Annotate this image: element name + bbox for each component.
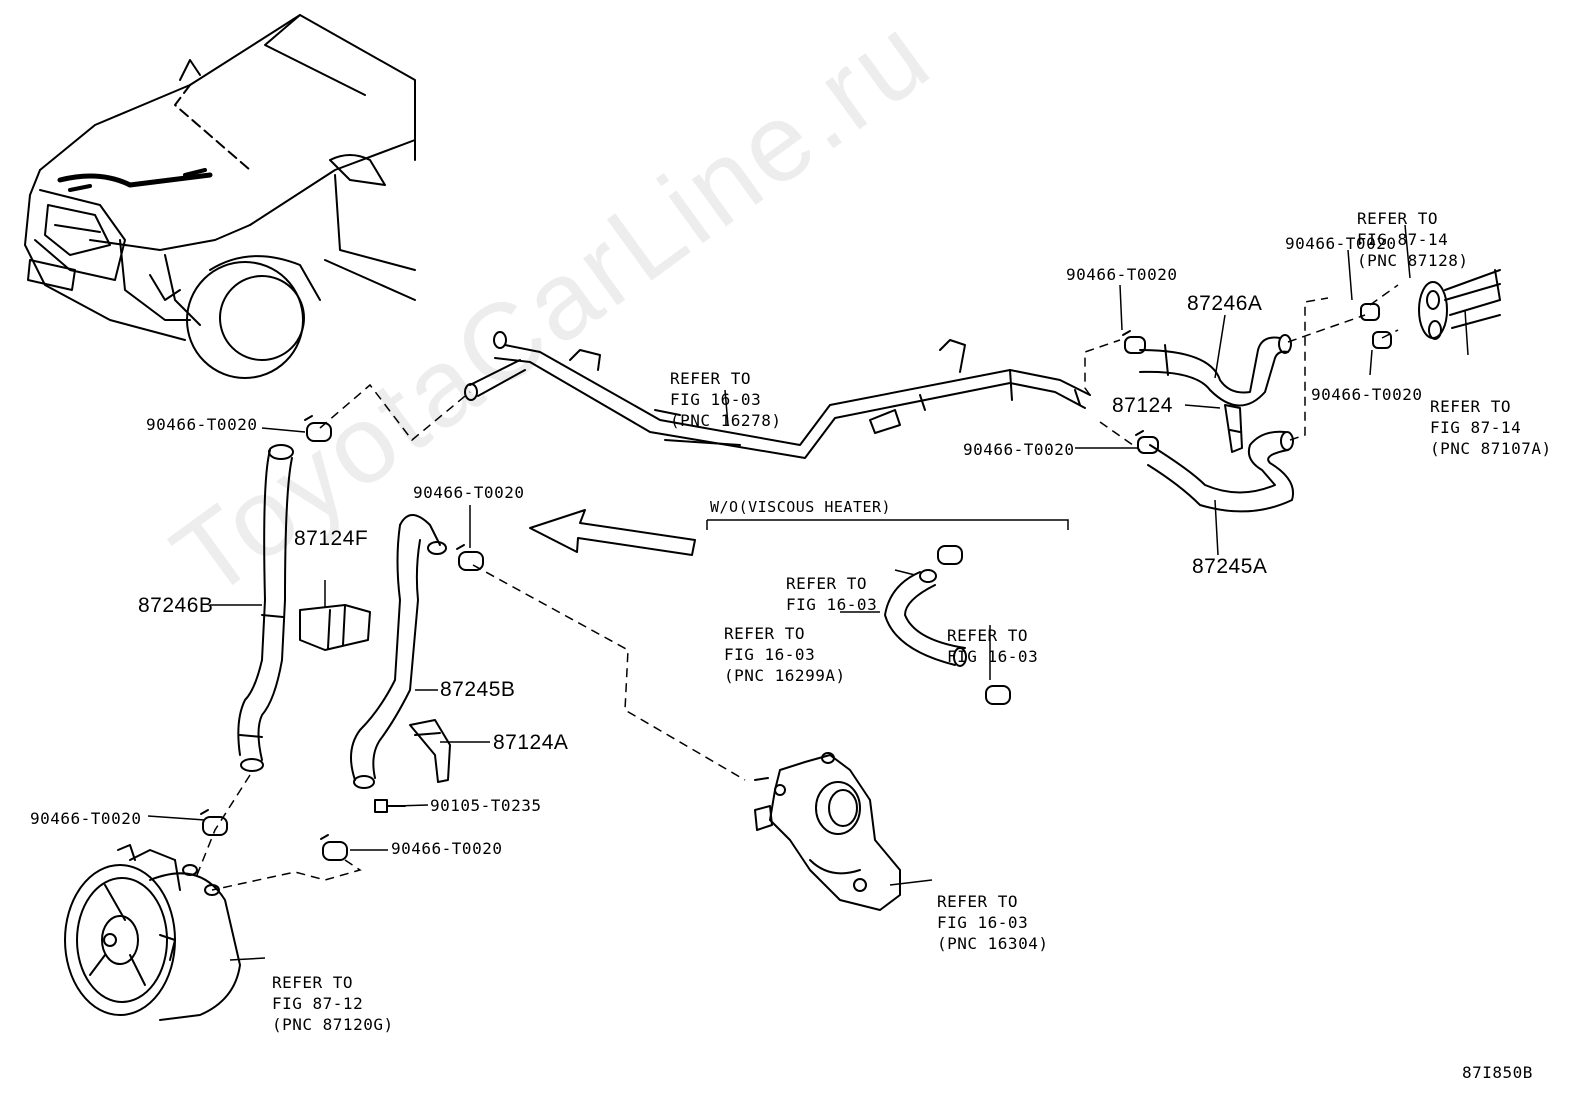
part-87124: 87124	[1112, 394, 1173, 417]
clamp-label-2: 90466-T0020	[1285, 234, 1397, 253]
hose-87246B	[237, 444, 294, 772]
clamp-label-7: 90466-T0020	[30, 809, 142, 828]
part-87245B: 87245B	[440, 678, 516, 701]
part-87245A: 87245A	[1192, 555, 1268, 578]
leader-lines	[147, 224, 1469, 961]
clamp-label-8: 90466-T0020	[391, 839, 503, 858]
hose-87245B	[350, 514, 447, 789]
water-valve	[1418, 269, 1501, 340]
hose-87246A	[1139, 334, 1292, 407]
hose-clamps	[200, 303, 1392, 861]
part-90105-T0235: 90105-T0235	[430, 796, 542, 815]
bracket-87124A	[409, 719, 451, 783]
clamp-label-6: 90466-T0020	[413, 483, 525, 502]
clamp-label-5: 90466-T0020	[146, 415, 258, 434]
part-87124A: 87124A	[493, 731, 569, 754]
group-label-viscous-heater: W/O(VISCOUS HEATER)	[710, 498, 892, 516]
short-hose-16299A	[884, 569, 967, 667]
part-87124F: 87124F	[294, 527, 369, 550]
clamp-label-4: 90466-T0020	[963, 440, 1075, 459]
vacuum-pump-87120G	[64, 844, 241, 1021]
direction-arrow	[529, 509, 696, 556]
heater-water-pipe	[464, 331, 1091, 459]
bracket-87124F	[299, 604, 371, 651]
connection-lines	[194, 284, 1399, 891]
clamp-label-3: 90466-T0020	[1311, 385, 1423, 404]
part-87246B: 87246B	[138, 594, 214, 617]
clamp-label-1: 90466-T0020	[1066, 265, 1178, 284]
vehicle-illustration	[24, 14, 416, 379]
figure-code: 87I850B	[1462, 1063, 1533, 1082]
clip-87124	[1224, 404, 1243, 453]
hose-87245A	[1147, 430, 1294, 513]
water-inlet-16304	[754, 752, 901, 911]
part-87246A: 87246A	[1187, 292, 1263, 315]
